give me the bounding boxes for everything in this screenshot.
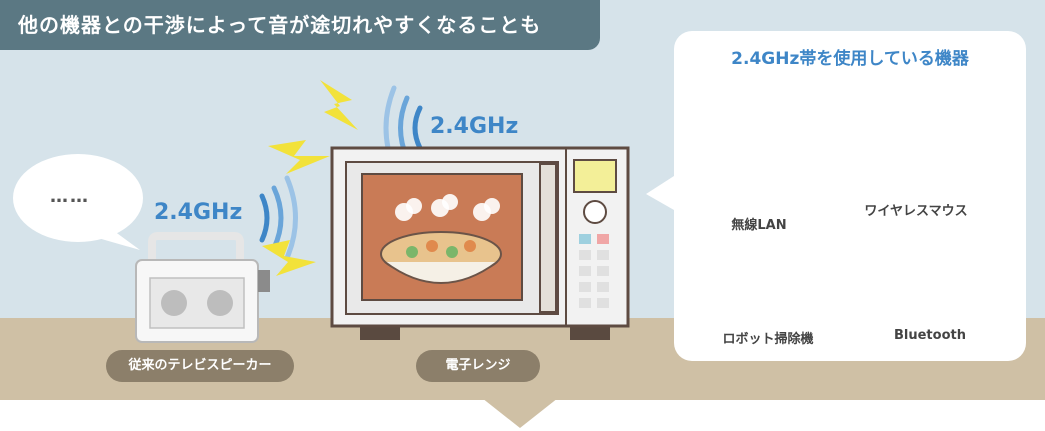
food-dish-icon <box>381 194 501 283</box>
speech-bubble-text: …… <box>50 186 90 207</box>
microwave-frequency-label: 2.4GHz <box>430 114 518 139</box>
microwave-label: 電子レンジ <box>416 350 540 382</box>
device-label-robot-vacuum: ロボット掃除機 <box>698 328 838 347</box>
device-label-wireless-lan: 無線LAN <box>689 214 829 233</box>
speaker-label: 従来のテレビスピーカー <box>106 350 294 382</box>
speaker-frequency-label: 2.4GHz <box>154 200 242 225</box>
panel-pointer <box>646 176 674 210</box>
headline-banner: 他の機器との干渉によって音が途切れやすくなることも <box>0 0 600 50</box>
tv-speaker-icon <box>136 236 270 342</box>
devices-panel <box>674 31 1026 361</box>
devices-panel-title: 2.4GHz帯を使用している機器 <box>674 44 1026 69</box>
device-label-wireless-mouse: ワイヤレスマウス <box>846 200 986 219</box>
device-label-bluetooth: Bluetooth <box>860 328 1000 343</box>
